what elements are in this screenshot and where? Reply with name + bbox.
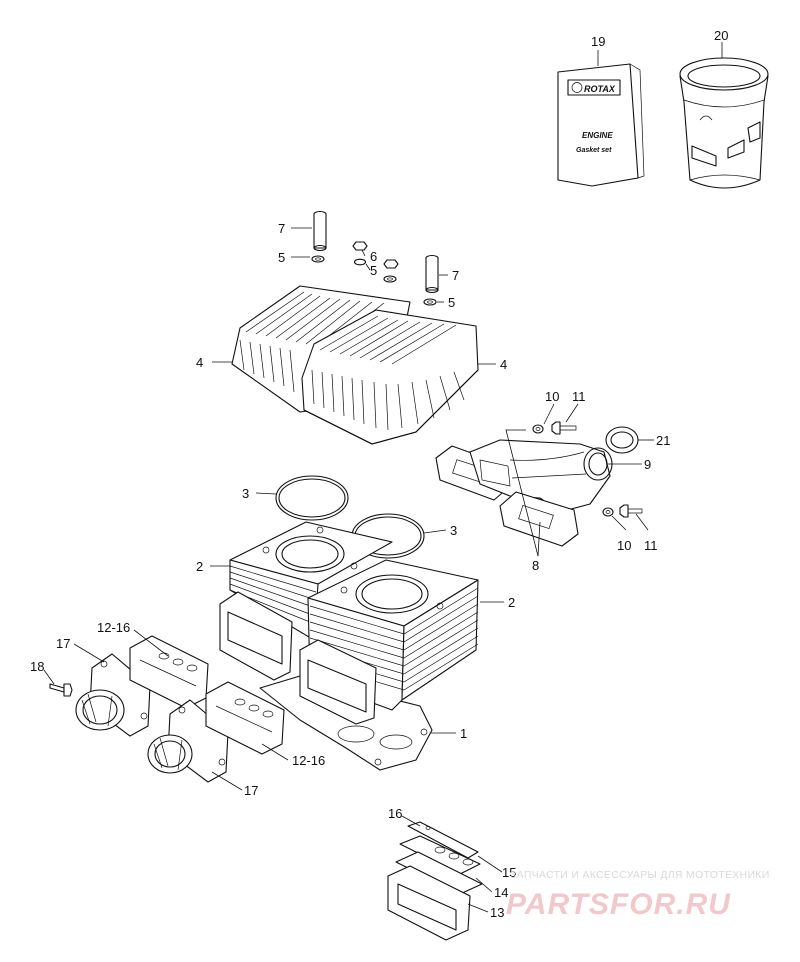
callout-labels: 19 20 7 5 6 5 7 5 4 4 10 11 21 9 3 3 10 … — [30, 28, 728, 920]
callout-11-lower: 11 — [644, 538, 658, 553]
gasket-set-box: ROTAX ENGINE Gasket set — [557, 63, 645, 187]
callout-5-right: 5 — [448, 295, 455, 310]
callout-21: 21 — [656, 433, 670, 448]
stud-left — [311, 210, 327, 263]
gasket-box-line1: ENGINE — [582, 131, 613, 140]
reed-valve-lower — [205, 681, 285, 755]
screw-18 — [49, 683, 73, 697]
leader-lines — [43, 42, 723, 913]
cylinder-sleeve — [679, 57, 769, 189]
callout-1: 1 — [460, 726, 467, 741]
callout-2-left: 2 — [196, 559, 203, 574]
head-gasket-left — [275, 475, 349, 521]
callout-8: 8 — [532, 558, 539, 573]
callout-14: 14 — [494, 885, 508, 900]
watermark: ЗАПЧАСТИ И АКСЕССУАРЫ ДЛЯ МОТОТЕХНИКИ PA… — [506, 869, 770, 921]
callout-5-left: 5 — [278, 250, 285, 265]
washer-bolt-upper — [532, 421, 577, 435]
exhaust-ring — [605, 426, 639, 454]
callout-10-upper: 10 — [545, 389, 559, 404]
washer-bolt-lower — [602, 504, 643, 518]
callout-13: 13 — [490, 905, 504, 920]
callout-3-left: 3 — [242, 486, 249, 501]
callout-6: 6 — [370, 249, 377, 264]
callout-17-upper: 17 — [56, 636, 70, 651]
watermark-tagline: ЗАПЧАСТИ И АКСЕССУАРЫ ДЛЯ МОТОТЕХНИКИ — [510, 869, 770, 881]
gasket-box-brand: ROTAX — [584, 84, 616, 94]
stud-right — [423, 254, 439, 306]
callout-9: 9 — [644, 457, 651, 472]
reed-valve-assembly — [387, 821, 483, 941]
callout-15: 15 — [502, 865, 516, 880]
callout-2-right: 2 — [508, 595, 515, 610]
callout-7-right: 7 — [452, 268, 459, 283]
callout-5-center: 5 — [370, 263, 377, 278]
intake-ports — [219, 591, 377, 725]
callout-17-lower: 17 — [244, 783, 258, 798]
callout-3-right: 3 — [450, 523, 457, 538]
callout-12-16-upper: 12-16 — [97, 620, 130, 635]
callout-19: 19 — [591, 34, 605, 49]
callout-11-upper: 11 — [572, 389, 586, 404]
cylinder-head-front — [301, 309, 479, 445]
callout-4-right: 4 — [500, 357, 507, 372]
exhaust-gasket-lower — [499, 491, 579, 547]
callout-12-16-lower: 12-16 — [292, 753, 325, 768]
callout-4-left: 4 — [196, 355, 203, 370]
callout-18: 18 — [30, 659, 44, 674]
callout-20: 20 — [714, 28, 728, 43]
watermark-site: PARTSFOR.RU — [506, 888, 731, 921]
callout-7-left: 7 — [278, 221, 285, 236]
cylinder-left — [229, 521, 393, 641]
callout-16: 16 — [388, 806, 402, 821]
nuts-center — [352, 241, 399, 283]
callout-10-lower: 10 — [617, 538, 631, 553]
gasket-box-line2: Gasket set — [576, 147, 612, 154]
